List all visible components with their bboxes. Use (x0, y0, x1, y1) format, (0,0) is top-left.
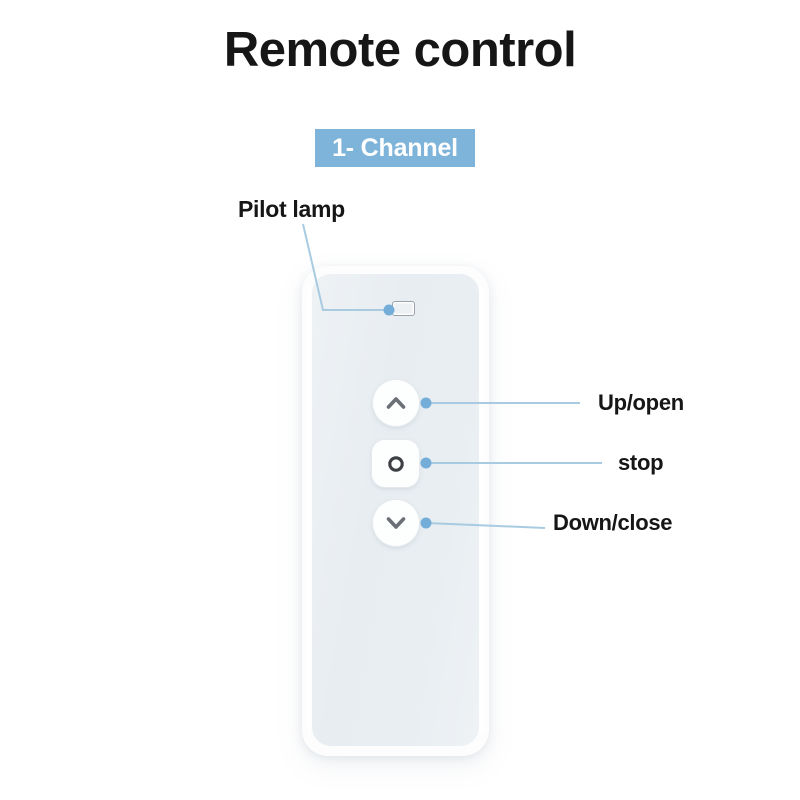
callout-label-stop: stop (618, 450, 664, 475)
chevron-up-icon (386, 397, 406, 409)
down-button[interactable] (373, 500, 419, 546)
up-button[interactable] (373, 380, 419, 426)
chevron-down-icon (386, 517, 406, 529)
callout-label-pilot-lamp: Pilot lamp (238, 196, 345, 222)
body-highlight-left (305, 286, 311, 734)
body-highlight-right (479, 286, 486, 734)
stop-button[interactable] (372, 440, 419, 487)
callout-label-down-close: Down/close (553, 510, 673, 535)
channel-badge: 1- Channel (315, 129, 475, 167)
led-indicator (392, 301, 415, 316)
callout-label-up-open: Up/open (598, 390, 684, 415)
page-title: Remote control (223, 23, 577, 77)
circle-outline-icon (387, 455, 404, 472)
